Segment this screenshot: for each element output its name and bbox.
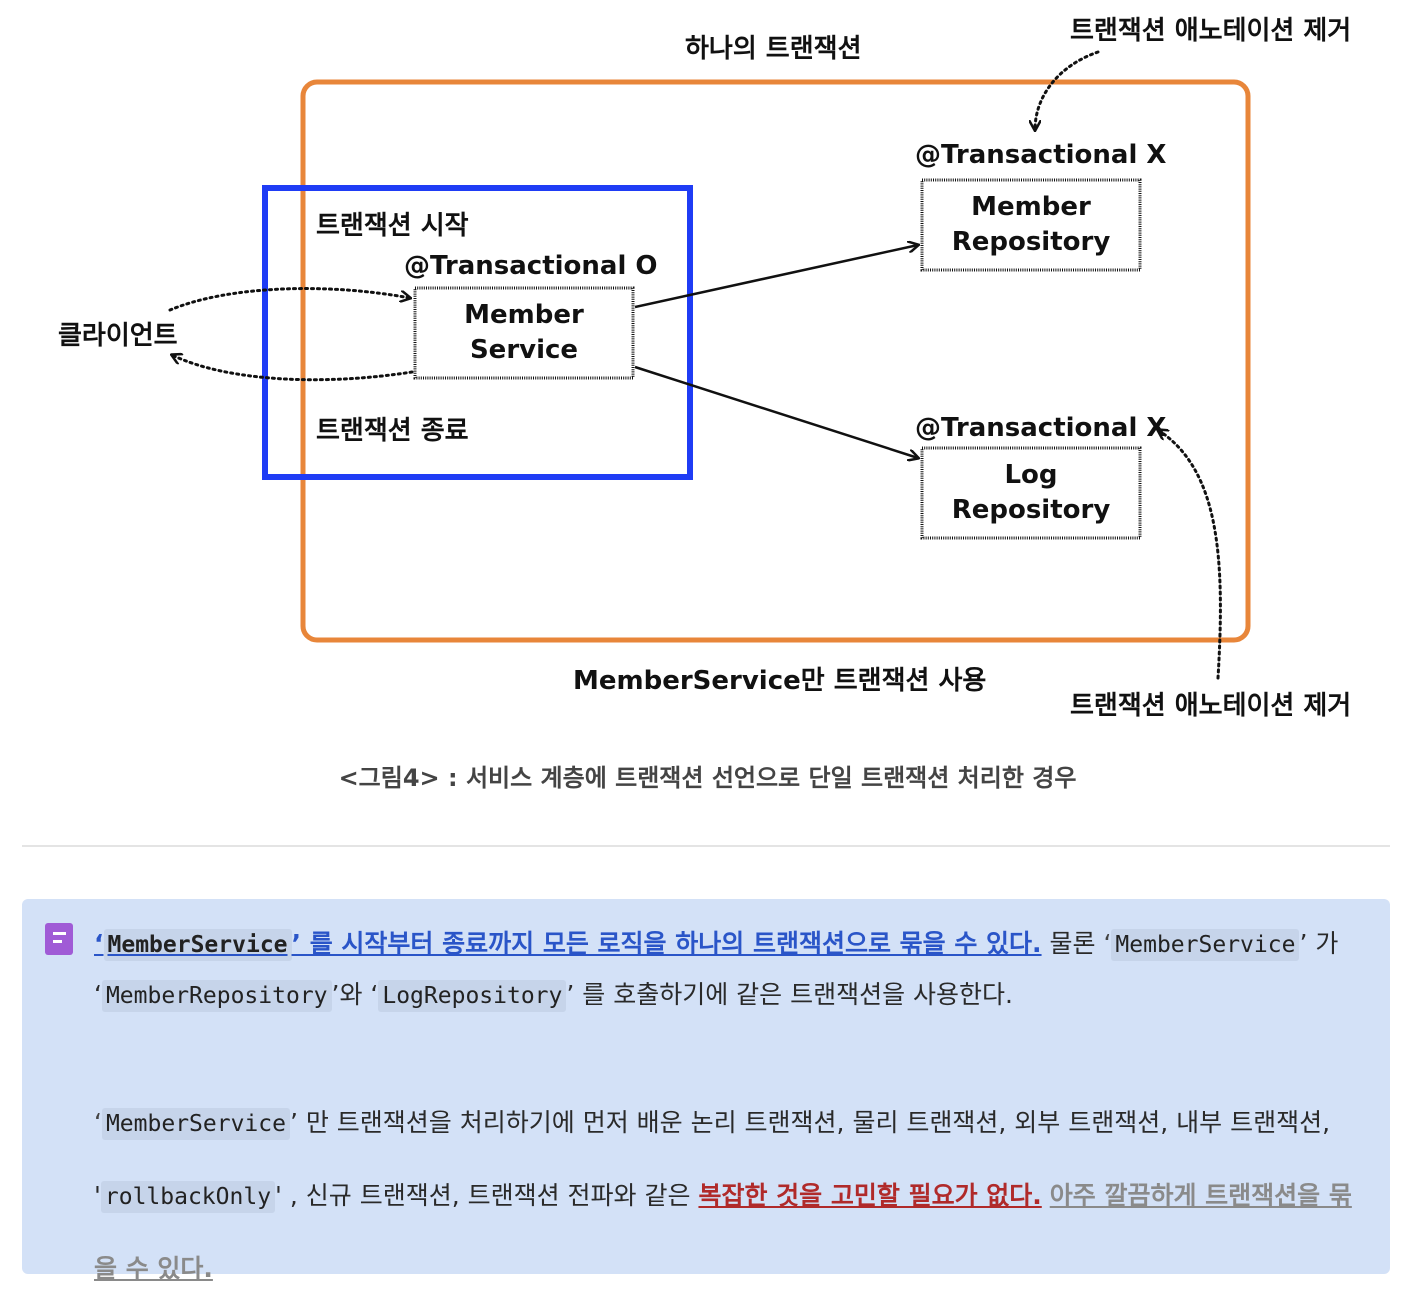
member-repository-text: Member Repository — [922, 190, 1140, 260]
code-member-repository: MemberRepository — [101, 980, 332, 1012]
log-repository-text: Log Repository — [922, 458, 1140, 528]
member-service-line1: Member — [464, 300, 584, 330]
arrow-service-to-member-repo — [634, 245, 918, 309]
note-icon — [45, 923, 73, 955]
member-repo-annotation-label: @Transactional X — [915, 140, 1167, 170]
text-segment — [1042, 1181, 1050, 1210]
code-member-service: MemberService — [1111, 929, 1300, 961]
code-log-repository: LogRepository — [378, 980, 567, 1012]
member-repository-line1: Member — [971, 192, 1091, 222]
member-service-line2: Service — [469, 335, 579, 365]
callout-paragraph-2: ‘MemberService’ 만 트랜잭션을 처리하기에 먼저 배운 논리 트… — [94, 1087, 1354, 1305]
text-segment: ’ 가 ‘ — [94, 929, 1339, 1009]
single-transaction-label: 하나의 트랜잭션 — [685, 34, 862, 64]
text-segment: 물론 — [1041, 929, 1104, 958]
annotation-removed-top-label: 트랜잭션 애노테이션 제거 — [1070, 16, 1352, 46]
member-service-only-label: MemberService만 트랜잭션 사용 — [573, 666, 987, 696]
log-repository-line2: Repository — [951, 495, 1111, 525]
member-service-text: Member Service — [415, 298, 633, 368]
link-text: ’ 를 시작부터 종료까지 모든 로직을 하나의 트랜잭션으로 묶을 수 있다. — [291, 929, 1042, 958]
arrow-service-to-client — [172, 355, 414, 382]
log-repo-annotation-label: @Transactional X — [915, 413, 1167, 443]
callout-paragraph-1: ‘MemberService’ 를 시작부터 종료까지 모든 로직을 하나의 트… — [94, 919, 1354, 1021]
code-rollback-only: rollbackOnly — [100, 1181, 276, 1213]
transaction-end-label: 트랜잭션 종료 — [316, 416, 469, 446]
text-segment: ’와 ‘ — [331, 980, 379, 1009]
service-annotation-label: @Transactional O — [404, 251, 658, 281]
highlight-red-text: 복잡한 것을 고민할 필요가 없다. — [698, 1181, 1042, 1210]
quote-open: ‘ — [1103, 929, 1112, 958]
member-repository-box — [920, 178, 1142, 272]
arrow-service-to-log-repo — [634, 365, 918, 458]
arrow-client-to-service — [168, 287, 410, 312]
quote-open: ‘ — [94, 1108, 102, 1137]
annotation-removed-bottom-label: 트랜잭션 애노테이션 제거 — [1070, 691, 1352, 721]
arrow-annotation-removed-top — [1035, 50, 1100, 130]
code-member-service: MemberService — [103, 929, 292, 961]
transaction-start-label: 트랜잭션 시작 — [316, 211, 469, 241]
code-member-service: MemberService — [101, 1108, 290, 1140]
diagram-canvas — [168, 50, 1251, 680]
text-segment: ’ 를 호출하기에 같은 트랜잭션을 사용한다. — [566, 980, 1014, 1009]
transaction-boundary-box — [300, 79, 1251, 643]
highlight-grey-text: 아주 깔끔하게 트랜잭션을 묶을 수 있다. — [94, 1181, 1352, 1283]
arrow-annotation-removed-bottom — [1158, 430, 1222, 680]
text-segment: ’ 만 트랜잭션을 처리하기에 먼저 배운 논리 트랜잭션, 물리 트랜잭션, … — [94, 1108, 1331, 1210]
highlight-box — [262, 185, 693, 480]
quote-open: ‘ — [94, 929, 104, 958]
callout-link[interactable]: ‘MemberService’ 를 시작부터 종료까지 모든 로직을 하나의 트… — [94, 929, 1042, 961]
text-segment: ' , 신규 트랜잭션, 트랜잭션 전파와 같은 — [275, 1181, 699, 1210]
note-callout: ‘MemberService’ 를 시작부터 종료까지 모든 로직을 하나의 트… — [22, 899, 1390, 1283]
log-repository-line1: Log — [1004, 460, 1058, 490]
log-repository-box — [920, 446, 1142, 540]
member-service-box — [413, 286, 635, 380]
member-repository-line2: Repository — [951, 227, 1111, 257]
figure-caption: <그림4> : 서비스 계층에 트랜잭션 선언으로 단일 트랜잭션 처리한 경우 — [338, 764, 1077, 792]
client-label: 클라이언트 — [58, 321, 178, 351]
horizontal-divider — [22, 845, 1390, 847]
diagram-figure: 하나의 트랜잭션 트랜잭션 애노테이션 제거 트랜잭션 시작 트랜잭션 종료 클… — [58, 16, 1352, 721]
